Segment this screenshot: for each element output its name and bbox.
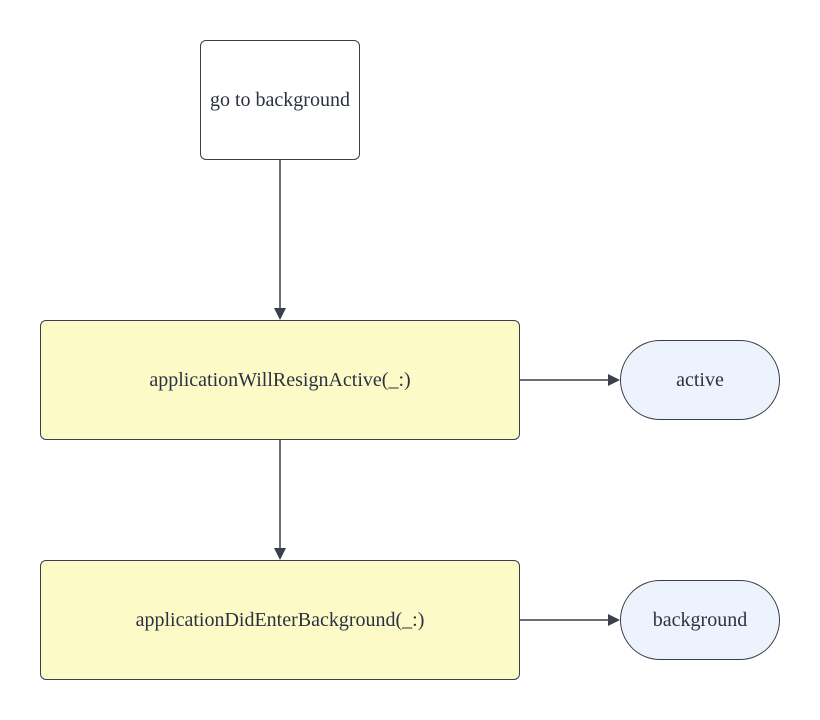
will-resign-active-label: applicationWillResignActive(_:) [149,369,411,391]
active-state-label: active [676,369,724,391]
did-enter-background-node: applicationDidEnterBackground(_:) [40,560,520,680]
background-state-node: background [620,580,780,660]
start-node: go to background [200,40,360,160]
active-state-node: active [620,340,780,420]
did-enter-background-label: applicationDidEnterBackground(_:) [135,609,425,631]
background-state-label: background [652,609,748,631]
will-resign-active-node: applicationWillResignActive(_:) [40,320,520,440]
start-node-label: go to background [210,89,350,111]
